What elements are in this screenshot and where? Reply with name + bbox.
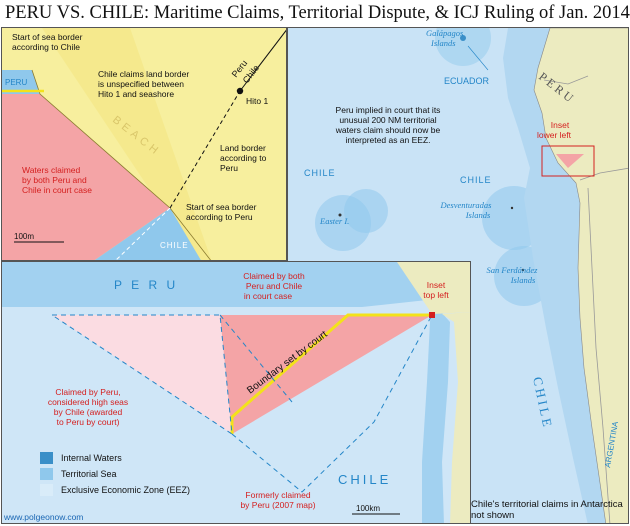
chile-label-easter: CHILE: [304, 168, 336, 178]
peru-claim-dashed: [51, 314, 233, 435]
inset-disputed-mini: [556, 154, 584, 168]
beach-band: [42, 28, 212, 260]
hito-label: Hito 1: [246, 96, 268, 106]
chile-label-desventuradas: CHILE: [460, 175, 492, 185]
legend-swatch-internal: [40, 452, 53, 464]
chile-label-mainland: CHILE: [530, 376, 556, 431]
court-boundary: [230, 313, 432, 434]
chile-land: [442, 312, 470, 523]
chile-sea-label: CHILE: [338, 472, 391, 487]
desventuradas-island: [510, 206, 514, 210]
land-area: [130, 28, 286, 260]
land-border-solid: [239, 29, 286, 92]
credit-link[interactable]: www.polgeonow.com: [4, 512, 84, 522]
disputed-area: [220, 315, 432, 434]
legend-internal-waters: Internal Waters: [40, 450, 190, 466]
antarctic-note: Chile's territorial claims in Antarctica…: [471, 499, 623, 521]
legend-label-eez: Exclusive Economic Zone (EEZ): [61, 485, 191, 495]
legend: Internal Waters Territorial Sea Exclusiv…: [40, 450, 190, 498]
legend-swatch-eez: [40, 484, 53, 496]
galapagos-connector: [467, 45, 489, 71]
shoreline: [31, 69, 211, 260]
legend-label-internal: Internal Waters: [61, 453, 122, 463]
galapagos-island: [460, 35, 466, 41]
land-mass: [533, 28, 628, 523]
former-claim-dashed: [231, 314, 433, 493]
land-border-dashed: [169, 90, 241, 209]
scale-label-bottom: 100km: [356, 504, 380, 513]
chile-territorial-sea: [422, 302, 450, 523]
chile-water: [94, 208, 201, 260]
peru-sea-border-dashed: [115, 207, 171, 260]
peru-chile-border: [579, 167, 628, 181]
easter-label: Easter I.: [319, 216, 349, 226]
disputed-water: [2, 94, 170, 260]
hito-1-marker: [236, 87, 244, 95]
inset-top-marker: [429, 312, 435, 318]
diag-dashed: [219, 314, 293, 403]
peru-territorial-sea: [2, 262, 470, 307]
legend-swatch-territorial: [40, 468, 53, 480]
peru-water: [2, 28, 14, 68]
legend-eez: Exclusive Economic Zone (EEZ): [40, 482, 190, 498]
peru-land: [397, 262, 470, 314]
scale-label: 100m: [14, 232, 34, 241]
peru-water-label: PERU: [5, 78, 27, 87]
fernandez-island: [521, 268, 525, 272]
inset-lower-left-box: [541, 145, 595, 177]
easter-island: [338, 213, 342, 217]
legend-territorial-sea: Territorial Sea: [40, 466, 190, 482]
ecuador-peru-border: [543, 75, 589, 85]
ecuador-label: ECUADOR: [444, 76, 490, 86]
legend-label-territorial: Territorial Sea: [61, 469, 117, 479]
chile-argentina-border: [587, 187, 611, 523]
awarded-area: [52, 315, 232, 434]
map-title: PERU VS. CHILE: Maritime Claims, Territo…: [5, 3, 630, 23]
easter-eez-2: [344, 189, 388, 233]
peru-territorial-water: [2, 70, 40, 94]
chile-water-label: CHILE: [160, 241, 189, 250]
peru-sea-label: P E R U: [114, 278, 178, 292]
